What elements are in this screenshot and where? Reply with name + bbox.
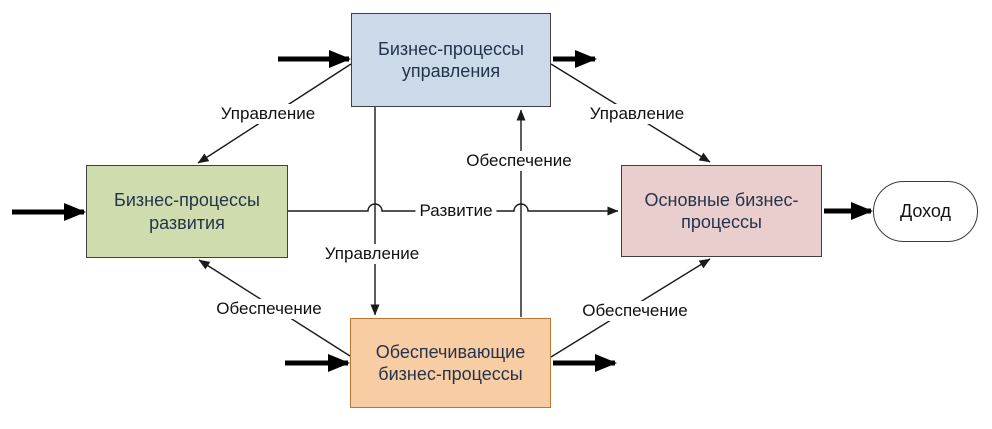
edge-label-development-to-core: Развитие xyxy=(415,201,497,221)
edge-label-management-to-development: Управление xyxy=(216,104,320,124)
node-management-label: Бизнес-процессы управления xyxy=(378,38,524,81)
edge-label-management-to-core: Управление xyxy=(585,104,689,124)
node-management-processes: Бизнес-процессы управления xyxy=(351,13,551,107)
edge-label-supporting-to-management: Обеспечение xyxy=(462,151,576,171)
node-core-processes: Основные бизнес- процессы xyxy=(621,165,822,257)
node-development-label: Бизнес-процессы развития xyxy=(114,190,260,233)
edge-label-management-to-supporting: Управление xyxy=(320,244,424,264)
node-supporting-processes: Обеспечивающие бизнес-процессы xyxy=(350,318,551,408)
node-income: Доход xyxy=(873,181,978,242)
node-supporting-label: Обеспечивающие бизнес-процессы xyxy=(375,341,526,384)
edge-label-supporting-to-core: Обеспечение xyxy=(578,301,692,321)
edge-label-supporting-to-development: Обеспечение xyxy=(212,299,326,319)
node-development-processes: Бизнес-процессы развития xyxy=(86,165,288,258)
node-core-label: Основные бизнес- процессы xyxy=(644,189,799,232)
node-income-label: Доход xyxy=(899,201,952,222)
